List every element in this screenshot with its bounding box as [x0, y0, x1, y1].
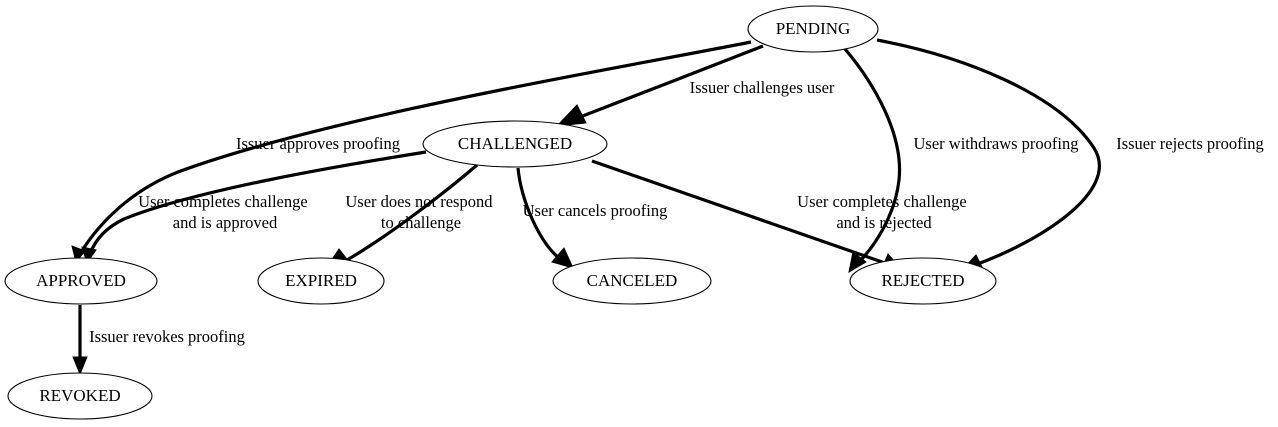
nodes-layer: PENDING CHALLENGED APPROVED EXPIRED CANC… — [4, 5, 997, 420]
edge-label: User completes challenge and is approved — [138, 192, 312, 232]
edge-challenged-approved: User completes challenge and is approved — [81, 150, 427, 265]
edge-pending-rejected: Issuer rejects proofing — [876, 38, 1264, 271]
edge-label: Issuer challenges user — [690, 78, 835, 97]
arrowhead-icon — [81, 246, 97, 265]
edge-label: User cancels proofing — [523, 201, 668, 220]
node-canceled[interactable]: CANCELED — [552, 257, 712, 305]
node-shape[interactable] — [257, 257, 385, 305]
edge-label-line1: User does not respond — [345, 192, 493, 211]
edge-label-line2: to challenge — [381, 213, 461, 232]
arrowhead-icon — [555, 104, 587, 127]
edge-label: User withdraws proofing — [914, 134, 1079, 153]
edge-pending-challenged: Issuer challenges user — [555, 44, 835, 127]
node-shape[interactable] — [7, 372, 153, 420]
edge-path — [346, 163, 479, 262]
node-challenged[interactable]: CHALLENGED — [422, 120, 608, 168]
edge-label-line2: and is approved — [173, 213, 278, 232]
edge-label-line2: and is rejected — [836, 213, 932, 232]
edge-path — [579, 44, 764, 119]
node-label: CANCELED — [587, 271, 678, 290]
node-shape[interactable] — [747, 5, 879, 53]
edge-label-line1: User completes challenge — [138, 192, 308, 211]
edge-label-line1: User completes challenge — [797, 192, 967, 211]
node-rejected[interactable]: REJECTED — [849, 257, 997, 305]
node-label: APPROVED — [36, 271, 126, 290]
edge-path — [88, 150, 427, 255]
node-shape[interactable] — [552, 257, 712, 305]
edge-path — [591, 159, 886, 265]
node-label: PENDING — [776, 19, 851, 38]
edge-label: User does not respond to challenge — [345, 192, 496, 232]
node-shape[interactable] — [4, 257, 158, 305]
edge-path — [516, 167, 562, 261]
edge-pending-canceled: User withdraws proofing — [843, 47, 1079, 273]
node-label: CHALLENGED — [458, 134, 572, 153]
edge-path — [876, 38, 1101, 268]
edge-label: Issuer revokes proofing — [89, 327, 245, 346]
node-revoked[interactable]: REVOKED — [7, 372, 153, 420]
edges-layer: Issuer challenges user User withdraws pr… — [71, 38, 1264, 376]
node-shape[interactable] — [849, 257, 997, 305]
arrowhead-icon — [848, 251, 867, 273]
edge-label-issuer-approves: Issuer approves proofing — [236, 134, 400, 153]
node-label: REVOKED — [39, 386, 120, 405]
edge-challenged-expired: User does not respond to challenge — [323, 163, 496, 271]
edge-path — [843, 47, 902, 265]
arrowhead-icon — [551, 247, 574, 269]
edge-label: Issuer rejects proofing — [1116, 134, 1264, 153]
edge-path — [78, 40, 752, 255]
edge-approved-revoked: Issuer revokes proofing — [72, 305, 245, 376]
node-expired[interactable]: EXPIRED — [257, 257, 385, 305]
node-shape[interactable] — [422, 120, 608, 168]
edge-label: User completes challenge and is rejected — [797, 192, 971, 232]
node-label: EXPIRED — [285, 271, 357, 290]
edge-challenged-canceled: User cancels proofing — [516, 167, 668, 269]
node-pending[interactable]: PENDING — [747, 5, 879, 53]
arrowhead-icon — [72, 356, 88, 376]
node-approved[interactable]: APPROVED — [4, 257, 158, 305]
node-label: REJECTED — [881, 271, 964, 290]
